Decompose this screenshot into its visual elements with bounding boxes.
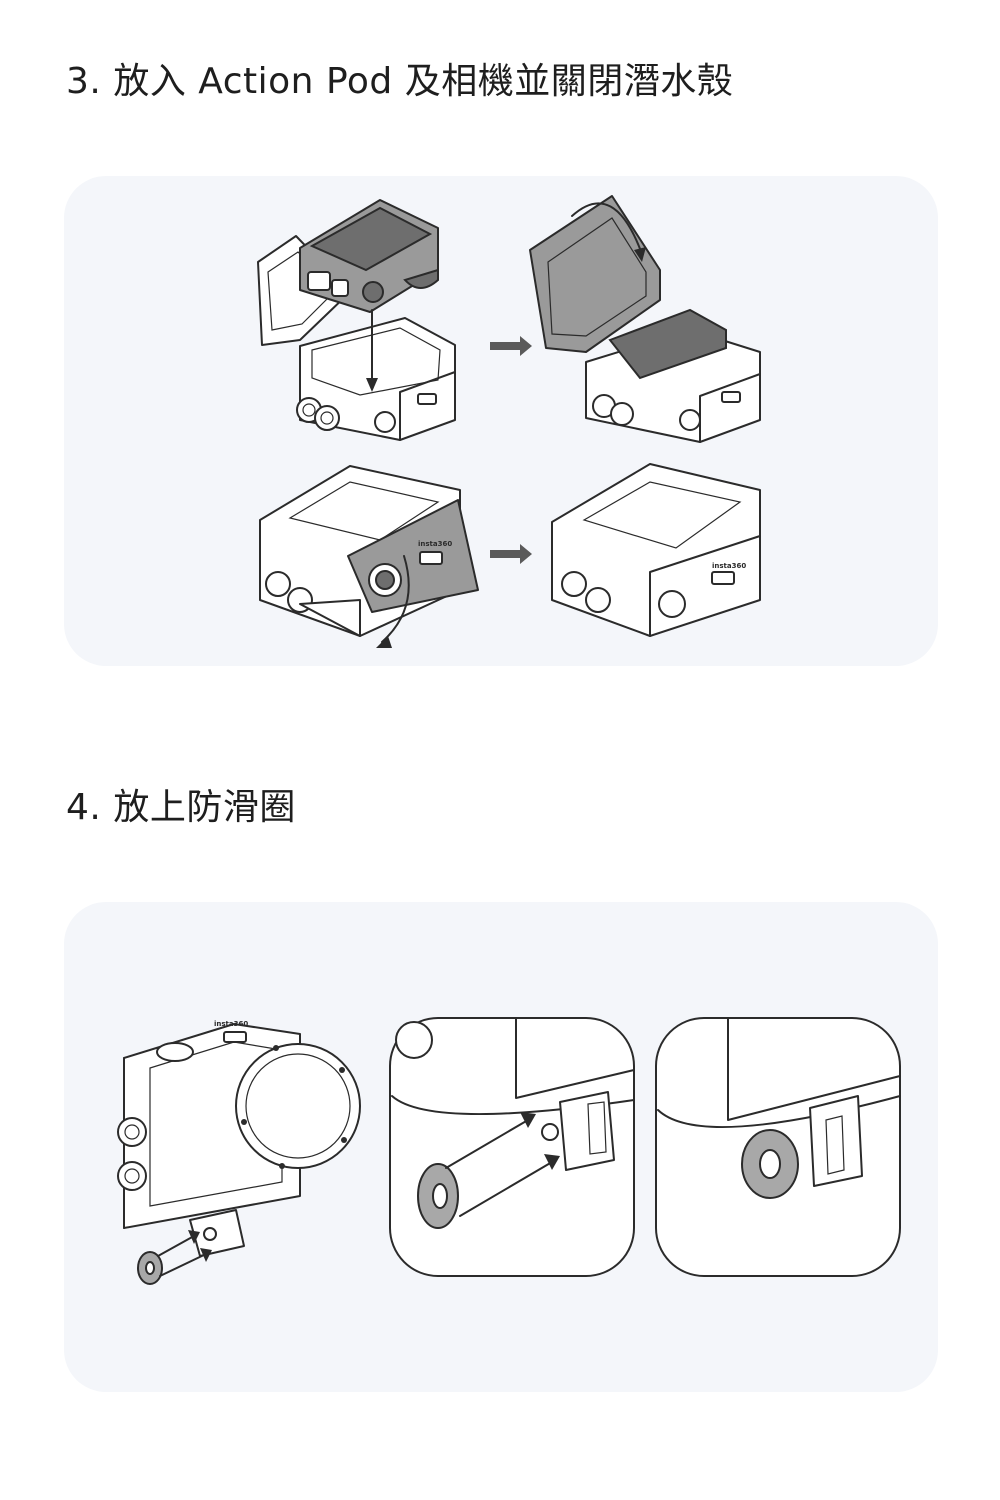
right-arrow-icon	[490, 544, 532, 564]
step-3-illustration-panel: insta360 insta360	[64, 176, 938, 666]
lens-ring	[236, 1044, 360, 1168]
housing-lid-closing	[530, 196, 760, 442]
brand-mark: insta360	[418, 540, 452, 548]
housing-open-insert-camera	[258, 200, 455, 440]
step-4-illustration-panel: insta360	[64, 902, 938, 1392]
step-4-illustration: insta360	[64, 902, 938, 1392]
housing-back-door-closing: insta360	[260, 466, 478, 648]
top-button	[157, 1043, 193, 1061]
step-3-title: 放入 Action Pod 及相機並關閉潛水殼	[113, 61, 733, 102]
brand-mark: insta360	[214, 1020, 248, 1028]
housing-with-lens-ring: insta360	[118, 1020, 360, 1284]
curved-arrow-icon	[376, 636, 392, 648]
step-4-title: 放上防滑圈	[113, 787, 296, 828]
step-4-number: 4.	[66, 787, 101, 828]
zoom-washer-attached	[656, 1018, 900, 1276]
zoom-insert-washer	[390, 1018, 634, 1276]
step-4-heading: 4. 放上防滑圈	[66, 778, 296, 830]
mount-fork	[560, 1092, 614, 1170]
housing-fully-closed: insta360	[552, 464, 760, 636]
housing-button-right	[315, 406, 339, 430]
brand-mark: insta360	[712, 562, 746, 570]
housing-closed-body	[552, 464, 760, 636]
right-arrow-icon	[490, 336, 532, 356]
step-3-heading: 3. 放入 Action Pod 及相機並關閉潛水殼	[66, 52, 733, 104]
step-3-illustration: insta360 insta360	[64, 176, 938, 666]
step-3-number: 3.	[66, 61, 101, 102]
